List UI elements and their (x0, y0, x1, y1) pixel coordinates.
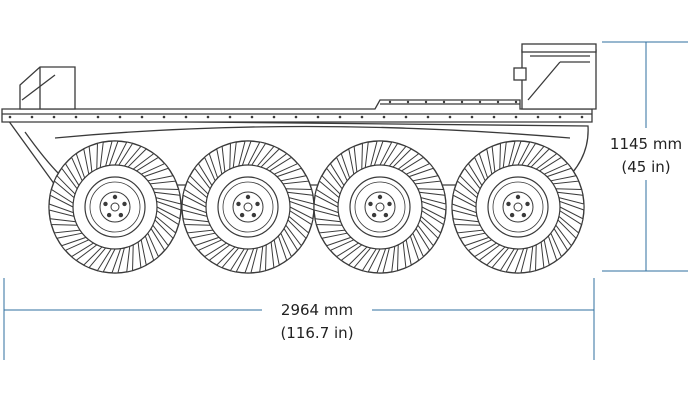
wheel-hub (99, 191, 131, 223)
front-box-mount (513, 67, 527, 81)
deck-rivet (228, 115, 232, 119)
deck-rivet (558, 115, 562, 119)
wheel-rim-inner (222, 181, 274, 233)
deck-rivet (514, 115, 518, 119)
height-dimension: 1145 mm (45 in) (602, 41, 688, 272)
deck-rivet (426, 115, 430, 119)
lug-nut (103, 201, 108, 207)
lug-nut (525, 201, 530, 207)
lug-nut (236, 201, 241, 207)
front-box-lid (521, 43, 597, 53)
lug-nut (122, 201, 127, 207)
wheel-hub (364, 191, 396, 223)
length-value-in: (116.7 in) (280, 324, 353, 342)
deck-rivet (536, 115, 540, 119)
wheel-1 (48, 140, 182, 274)
deck-rivet (360, 115, 364, 119)
wheel-center (243, 202, 253, 212)
deck-rivet (294, 115, 298, 119)
rear-box-diag (21, 74, 56, 101)
lug-nut (118, 212, 124, 218)
wheel-center (110, 202, 120, 212)
length-dimension: 2964 mm (116.7 in) (3, 278, 595, 360)
deck-rivet (496, 100, 500, 104)
wheel-hub (232, 191, 264, 223)
deck-rivet (470, 115, 474, 119)
deck-rivet (250, 115, 254, 119)
deck-rivet (30, 115, 34, 119)
height-value-mm: 1145 mm (610, 135, 682, 153)
deck-rivet (388, 100, 392, 104)
deck-rivet (404, 115, 408, 119)
wheel-rim-inner (492, 181, 544, 233)
wheel-group (48, 140, 585, 274)
lug-nut (245, 194, 251, 200)
wheel-3 (313, 140, 447, 274)
front-box-diag (527, 61, 561, 101)
front-box (521, 49, 597, 110)
length-value-mm: 2964 mm (281, 301, 353, 319)
wheel-rim (217, 176, 279, 238)
deck-rivet (184, 115, 188, 119)
lug-nut (255, 201, 260, 207)
height-value-in: (45 in) (621, 158, 670, 176)
deck-rivet (514, 100, 518, 104)
deck-rivet (460, 100, 464, 104)
deck-rivet (8, 115, 12, 119)
deck-rivet (52, 115, 56, 119)
deck-rivet (424, 100, 428, 104)
lug-nut (509, 212, 515, 218)
deck-rail (1, 99, 593, 123)
lug-nut (383, 212, 389, 218)
lug-nut (377, 194, 383, 200)
hull-inner-line (24, 131, 61, 176)
deck-rivets (8, 100, 584, 119)
deck-rivet (74, 115, 78, 119)
deck-rivet (206, 115, 210, 119)
deck-rivet (442, 100, 446, 104)
wheel-rim (487, 176, 549, 238)
wheel-center (375, 202, 385, 212)
lug-nut (239, 212, 245, 218)
lug-nut (112, 194, 118, 200)
wheel-hub (502, 191, 534, 223)
deck-rivet (338, 115, 342, 119)
deck-rivet (580, 115, 584, 119)
lug-nut (506, 201, 511, 207)
wheel-rim-inner (354, 181, 406, 233)
lug-nut (371, 212, 377, 218)
deck-rivet (96, 115, 100, 119)
deck-rivet (382, 115, 386, 119)
wheel-2 (181, 140, 315, 274)
deck-rivet (272, 115, 276, 119)
deck-rivet (478, 100, 482, 104)
lug-nut (368, 201, 373, 207)
rear-box (19, 66, 76, 110)
deck-rivet (448, 115, 452, 119)
deck-rivet (316, 115, 320, 119)
deck-rivet (492, 115, 496, 119)
lug-nut (521, 212, 527, 218)
wheel-center (513, 202, 523, 212)
deck-rivet (118, 115, 122, 119)
deck-rivet (162, 115, 166, 119)
wheel-rim (349, 176, 411, 238)
hull-curve (54, 125, 571, 139)
wheel-4 (451, 140, 585, 274)
lug-nut (387, 201, 392, 207)
deck-rivet (140, 115, 144, 119)
wheel-rim (84, 176, 146, 238)
lug-nut (251, 212, 257, 218)
deck-rivet (406, 100, 410, 104)
wheel-rim-inner (89, 181, 141, 233)
lug-nut (515, 194, 521, 200)
lug-nut (106, 212, 112, 218)
